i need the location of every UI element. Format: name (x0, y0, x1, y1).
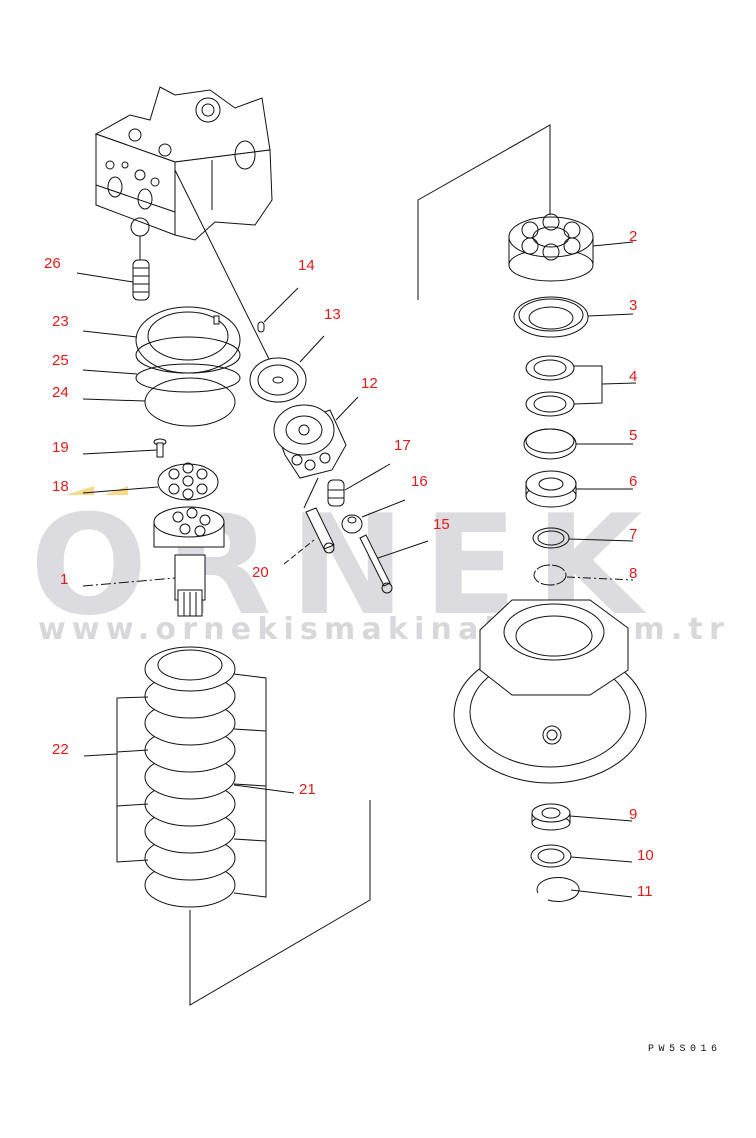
valve-block-part (94, 86, 273, 241)
callout-21[interactable]: 21 (299, 781, 316, 798)
pin-20-part (303, 477, 335, 554)
callout-8[interactable]: 8 (629, 565, 638, 582)
friction-disc-stack-part (144, 646, 236, 908)
cylinder-block-12-part (273, 404, 347, 479)
bearing-2-part (508, 213, 594, 282)
reduction-housing-part (453, 599, 647, 784)
valve-plate-13-part (249, 357, 307, 403)
callout-16[interactable]: 16 (411, 473, 428, 490)
ring-7-part (532, 527, 570, 549)
callout-4[interactable]: 4 (629, 368, 638, 385)
callout-6[interactable]: 6 (629, 473, 638, 490)
retainer-plate-18-part (157, 462, 219, 501)
nut-9-part (531, 803, 571, 831)
callout-5[interactable]: 5 (629, 427, 638, 444)
o-ring-25-part (135, 363, 241, 393)
callout-26[interactable]: 26 (44, 255, 61, 272)
callout-22[interactable]: 22 (52, 741, 69, 758)
callout-24[interactable]: 24 (52, 384, 69, 401)
callout-2[interactable]: 2 (629, 228, 638, 245)
shim-4-part (525, 355, 575, 417)
callout-10[interactable]: 10 (637, 847, 654, 864)
callout-12[interactable]: 12 (361, 375, 378, 392)
plunger-15-part (359, 534, 393, 594)
callout-20[interactable]: 20 (252, 564, 269, 581)
drawing-code: PW5S016 (648, 1044, 722, 1055)
callout-15[interactable]: 15 (433, 516, 450, 533)
callout-1[interactable]: 1 (60, 571, 69, 588)
callout-9[interactable]: 9 (629, 806, 638, 823)
bolt-19-part (153, 438, 167, 458)
circlip-11-part (536, 877, 580, 902)
bearing-6-part (525, 470, 577, 508)
brake-piston-23-part (135, 306, 241, 374)
snap-ring-8-part (533, 564, 567, 586)
callout-13[interactable]: 13 (324, 306, 341, 323)
spring-26-part (132, 259, 150, 301)
callout-19[interactable]: 19 (52, 439, 69, 456)
callout-3[interactable]: 3 (629, 297, 638, 314)
callout-14[interactable]: 14 (298, 257, 315, 274)
callout-25[interactable]: 25 (52, 352, 69, 369)
callout-23[interactable]: 23 (52, 313, 69, 330)
spring-17-part (327, 479, 345, 507)
oil-seal-3-part (513, 296, 589, 338)
callout-7[interactable]: 7 (629, 526, 638, 543)
shaft-1-part (153, 506, 225, 617)
ring-5-part (523, 428, 577, 460)
callout-11[interactable]: 11 (637, 883, 653, 900)
o-ring-24-part (144, 377, 236, 427)
callout-17[interactable]: 17 (394, 437, 411, 454)
seat-16-part (341, 514, 363, 534)
washer-10-part (530, 844, 572, 868)
callout-18[interactable]: 18 (52, 478, 69, 495)
pin-14-part (257, 321, 265, 333)
